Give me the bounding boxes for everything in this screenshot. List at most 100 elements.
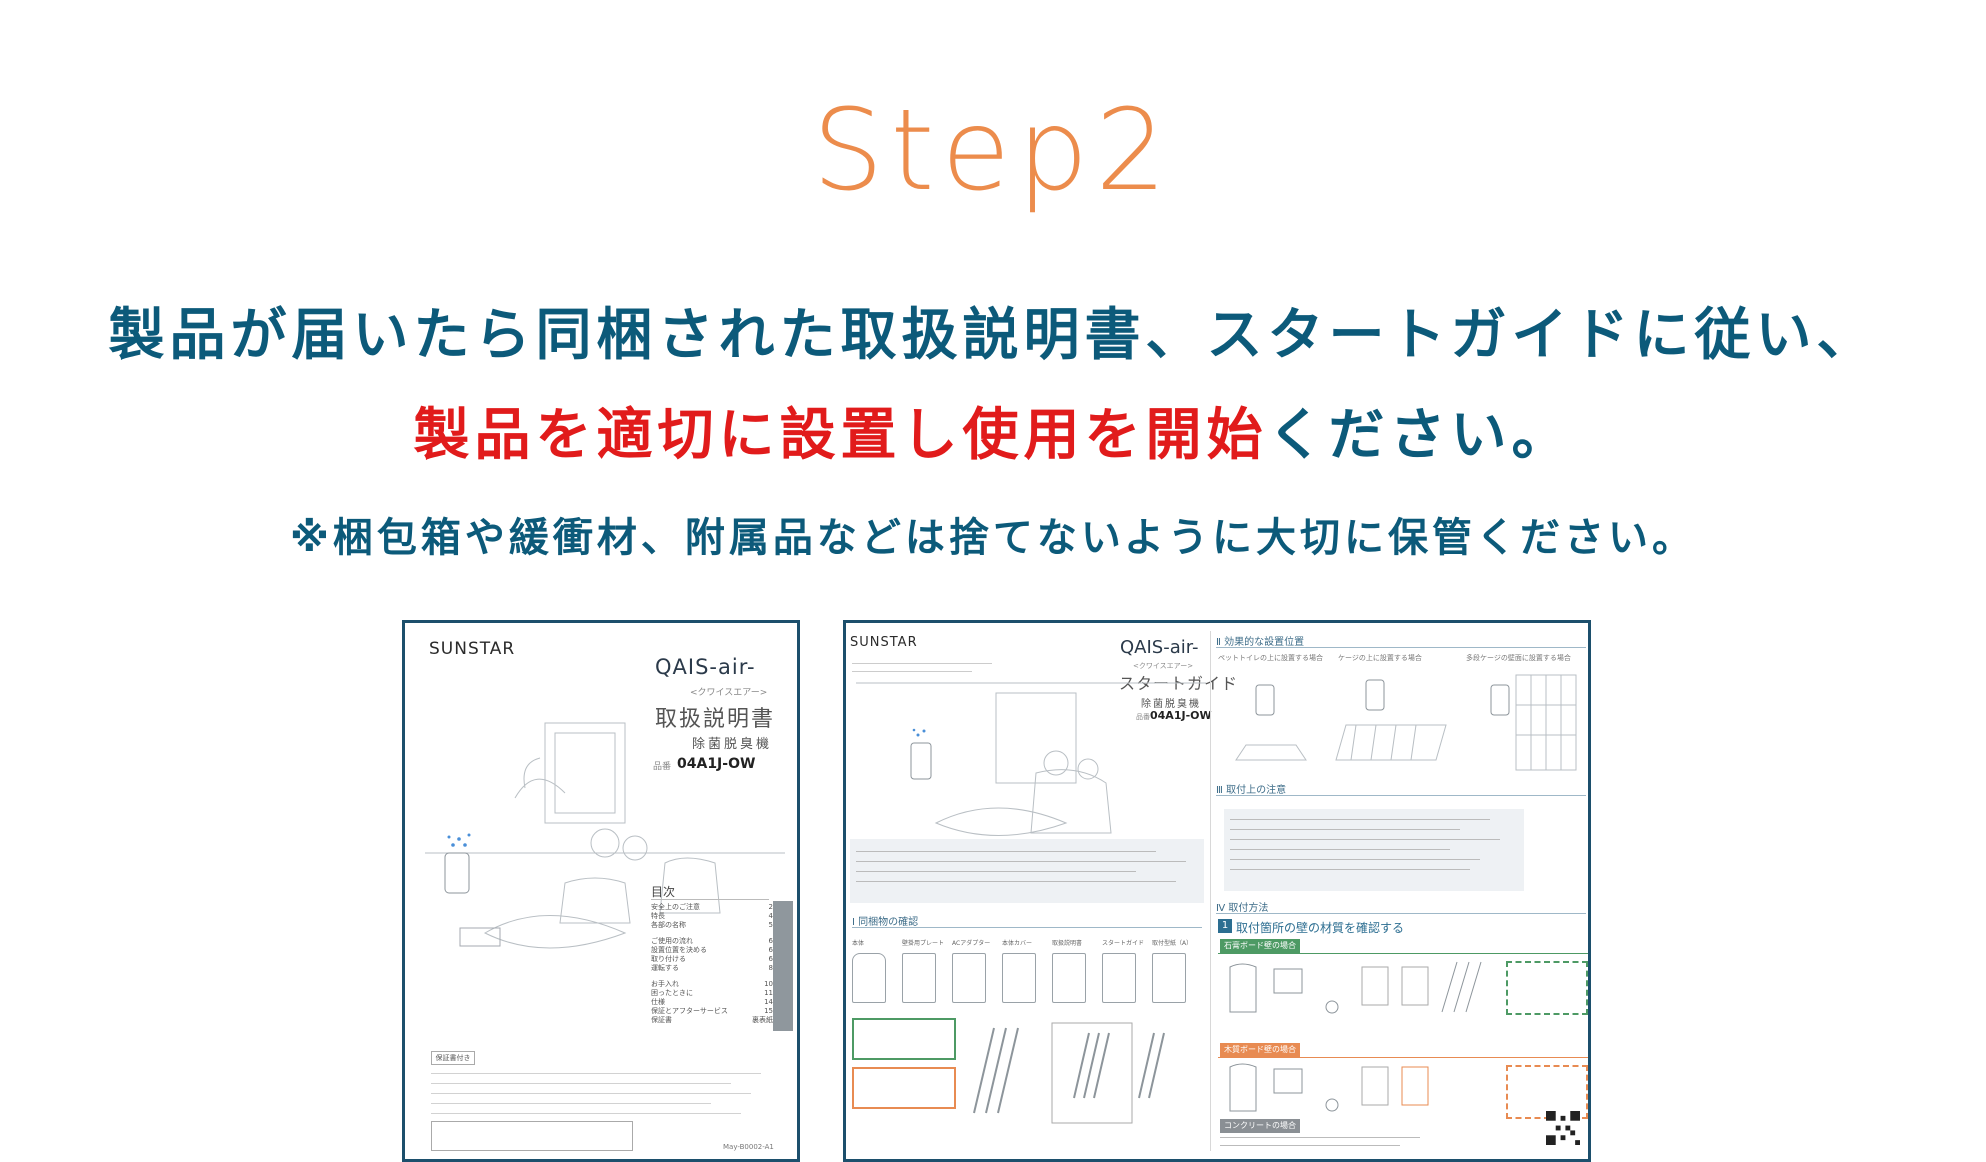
toc-item: 設置位置を決める 6 (651, 946, 773, 955)
qr-code (1546, 1111, 1580, 1145)
toc-item-page: 11 (764, 989, 773, 997)
part-label: 本体 (852, 940, 865, 947)
part-label: スタートガイド（本書） (1102, 940, 1148, 947)
concrete-label: コンクリートの場合 (1220, 1119, 1300, 1133)
instruction-highlight: 製品を適切に設置し使用を開始 (413, 403, 1268, 468)
sec2-col-3: 多段ケージの壁面に設置する場合 (1466, 654, 1571, 662)
toc-item: 取り付ける 6 (651, 955, 773, 964)
sec2-col-2: ケージの上に設置する場合 (1338, 654, 1422, 662)
toc-item-label: 設置位置を決める (651, 946, 707, 954)
toc-item-label: 安全上のご注意 (651, 903, 700, 911)
toc-item-label: ご使用の流れ (651, 937, 693, 945)
part-item: ACアダプター (952, 938, 998, 1014)
part-label: 壁掛用プレート (902, 940, 945, 947)
toc-item-page: 5 (768, 921, 773, 929)
toc-item-page: 4 (768, 912, 773, 920)
part-item: 本体カバー (1002, 938, 1048, 1014)
part-drawing (852, 953, 887, 1003)
warranty-label: 保証書付き (431, 1051, 475, 1065)
toc-item-page: 10 (764, 980, 773, 988)
toc-item-page: 6 (768, 955, 773, 963)
guide-section-4: Ⅳ 取付方法 (1216, 903, 1269, 914)
plaster-tools (1229, 961, 1482, 1014)
toc-item: 仕様 14 (651, 998, 773, 1007)
guide-model-label: 品番 (1136, 713, 1150, 721)
instruction-line-2: 製品を適切に設置し使用を開始ください。 (0, 390, 1986, 471)
manual-model: 04A1J-OW (677, 756, 756, 772)
guide-section-3: Ⅲ 取付上の注意 (1216, 785, 1287, 796)
manual-cover-image: SUNSTAR QAIS-air- <クワイスエアー> 取扱説明書 除菌脱臭機 … (402, 620, 800, 1162)
start-guide-image: SUNSTAR QAIS-air- <クワイスエアー> スタートガイド 除菌脱臭… (843, 620, 1591, 1162)
manual-illustration (425, 722, 785, 949)
toc-item-label: 保証書 (651, 1016, 672, 1024)
wood-board-label: 木質ボード壁の場合 (1220, 1043, 1300, 1057)
parts-row: 本体 壁掛用プレート ACアダプター 本体カバー 取扱説明書 スタートガイド（本書） 取付型… (852, 938, 1202, 1018)
manual-product-kana: <クワイスエアー> (690, 688, 768, 698)
storage-note: ※梱包箱や緩衝材、附属品などは捨てないように大切に保管ください。 (289, 515, 1697, 561)
toc-item-label: お手入れ (651, 980, 679, 988)
toc-item-label: 取り付ける (651, 955, 686, 963)
guide-model: 04A1J-OW (1150, 709, 1212, 722)
toc-item-page: 14 (764, 998, 773, 1006)
step-title: Step2 (812, 86, 1174, 216)
manual-title: 取扱説明書 (655, 707, 776, 732)
guide-section-1: Ⅰ 同梱物の確認 (852, 917, 919, 928)
part-label: 取扱説明書 (1052, 940, 1083, 947)
manual-brand: SUNSTAR (429, 639, 516, 659)
part-drawing (1002, 953, 1037, 1003)
instruction-line-1: 製品が届いたら同梱された取扱説明書、スタートガイドに従い、 (108, 303, 1878, 368)
part-drawing (1152, 953, 1187, 1003)
toc-item-label: 特長 (651, 912, 665, 920)
toc-item-page: 2 (768, 903, 773, 911)
part-label: 本体カバー (1002, 940, 1033, 947)
toc-item: 特長 4 (651, 912, 773, 921)
toc-item-label: 保証とアフターサービス (651, 1007, 728, 1015)
toc-item: お手入れ 10 (651, 980, 773, 989)
guide-illustration (856, 682, 1206, 836)
part-drawing (952, 953, 987, 1003)
guide-category: 除菌脱臭機 (1141, 699, 1201, 710)
toc-item-page: 15 (764, 1007, 773, 1015)
guide-product-name: QAIS-air- (1120, 637, 1199, 658)
part-drawing (1102, 953, 1137, 1003)
part-drawing (1052, 953, 1087, 1003)
toc-item: 運転する 8 (651, 964, 773, 973)
manual-footer-code: May-B0002-A1 (723, 1143, 774, 1151)
toc-item-label: 仕様 (651, 998, 665, 1006)
manual-product-name: QAIS-air- (655, 655, 756, 679)
toc-item-label: 運転する (651, 964, 679, 972)
part-item: スタートガイド（本書） (1102, 938, 1148, 1014)
guide-product-kana: <クワイスエアー> (1133, 662, 1194, 670)
part-item: 壁掛用プレート (902, 938, 948, 1014)
step-number-badge: 1 (1218, 919, 1232, 933)
instruction-line-2-end: ください。 (1267, 403, 1573, 468)
toc-item: 各部の名称 5 (651, 921, 773, 930)
sec2-col-1: ペットトイレの上に設置する場合 (1218, 654, 1323, 662)
placement-illustration (1235, 674, 1577, 771)
toc-item-label: 困ったときに (651, 989, 693, 997)
manual-category: 除菌脱臭機 (692, 737, 773, 752)
toc-item: 困ったときに 11 (651, 989, 773, 998)
part-label: 取付型紙（A） (1152, 940, 1193, 947)
toc-item-page: 裏表紙 (752, 1016, 773, 1024)
toc-item-page: 6 (768, 946, 773, 954)
hardware-illustration (973, 1022, 1165, 1124)
part-item: 取扱説明書 (1052, 938, 1098, 1014)
toc-item-label: 各部の名称 (651, 921, 686, 929)
guide-step-1: 取付箇所の壁の材質を確認する (1236, 921, 1405, 935)
manual-model-label: 品番 (653, 762, 672, 772)
toc-item-page: 6 (768, 937, 773, 945)
guide-section-2: Ⅱ 効果的な設置位置 (1216, 637, 1305, 648)
toc-item: ご使用の流れ 6 (651, 937, 773, 946)
toc-title: 目次 (651, 885, 676, 899)
part-label: ACアダプター (952, 940, 991, 947)
toc-item: 保証書 裏表紙 (651, 1016, 773, 1025)
plaster-board-label: 石膏ボード壁の場合 (1220, 939, 1300, 953)
part-item: 取付型紙（A） (1152, 938, 1198, 1014)
toc-item: 安全上のご注意 2 (651, 903, 773, 912)
toc-item-page: 8 (768, 964, 773, 972)
part-drawing (902, 953, 937, 1003)
part-item: 本体 (852, 938, 898, 1014)
wood-tools (1229, 1063, 1429, 1112)
